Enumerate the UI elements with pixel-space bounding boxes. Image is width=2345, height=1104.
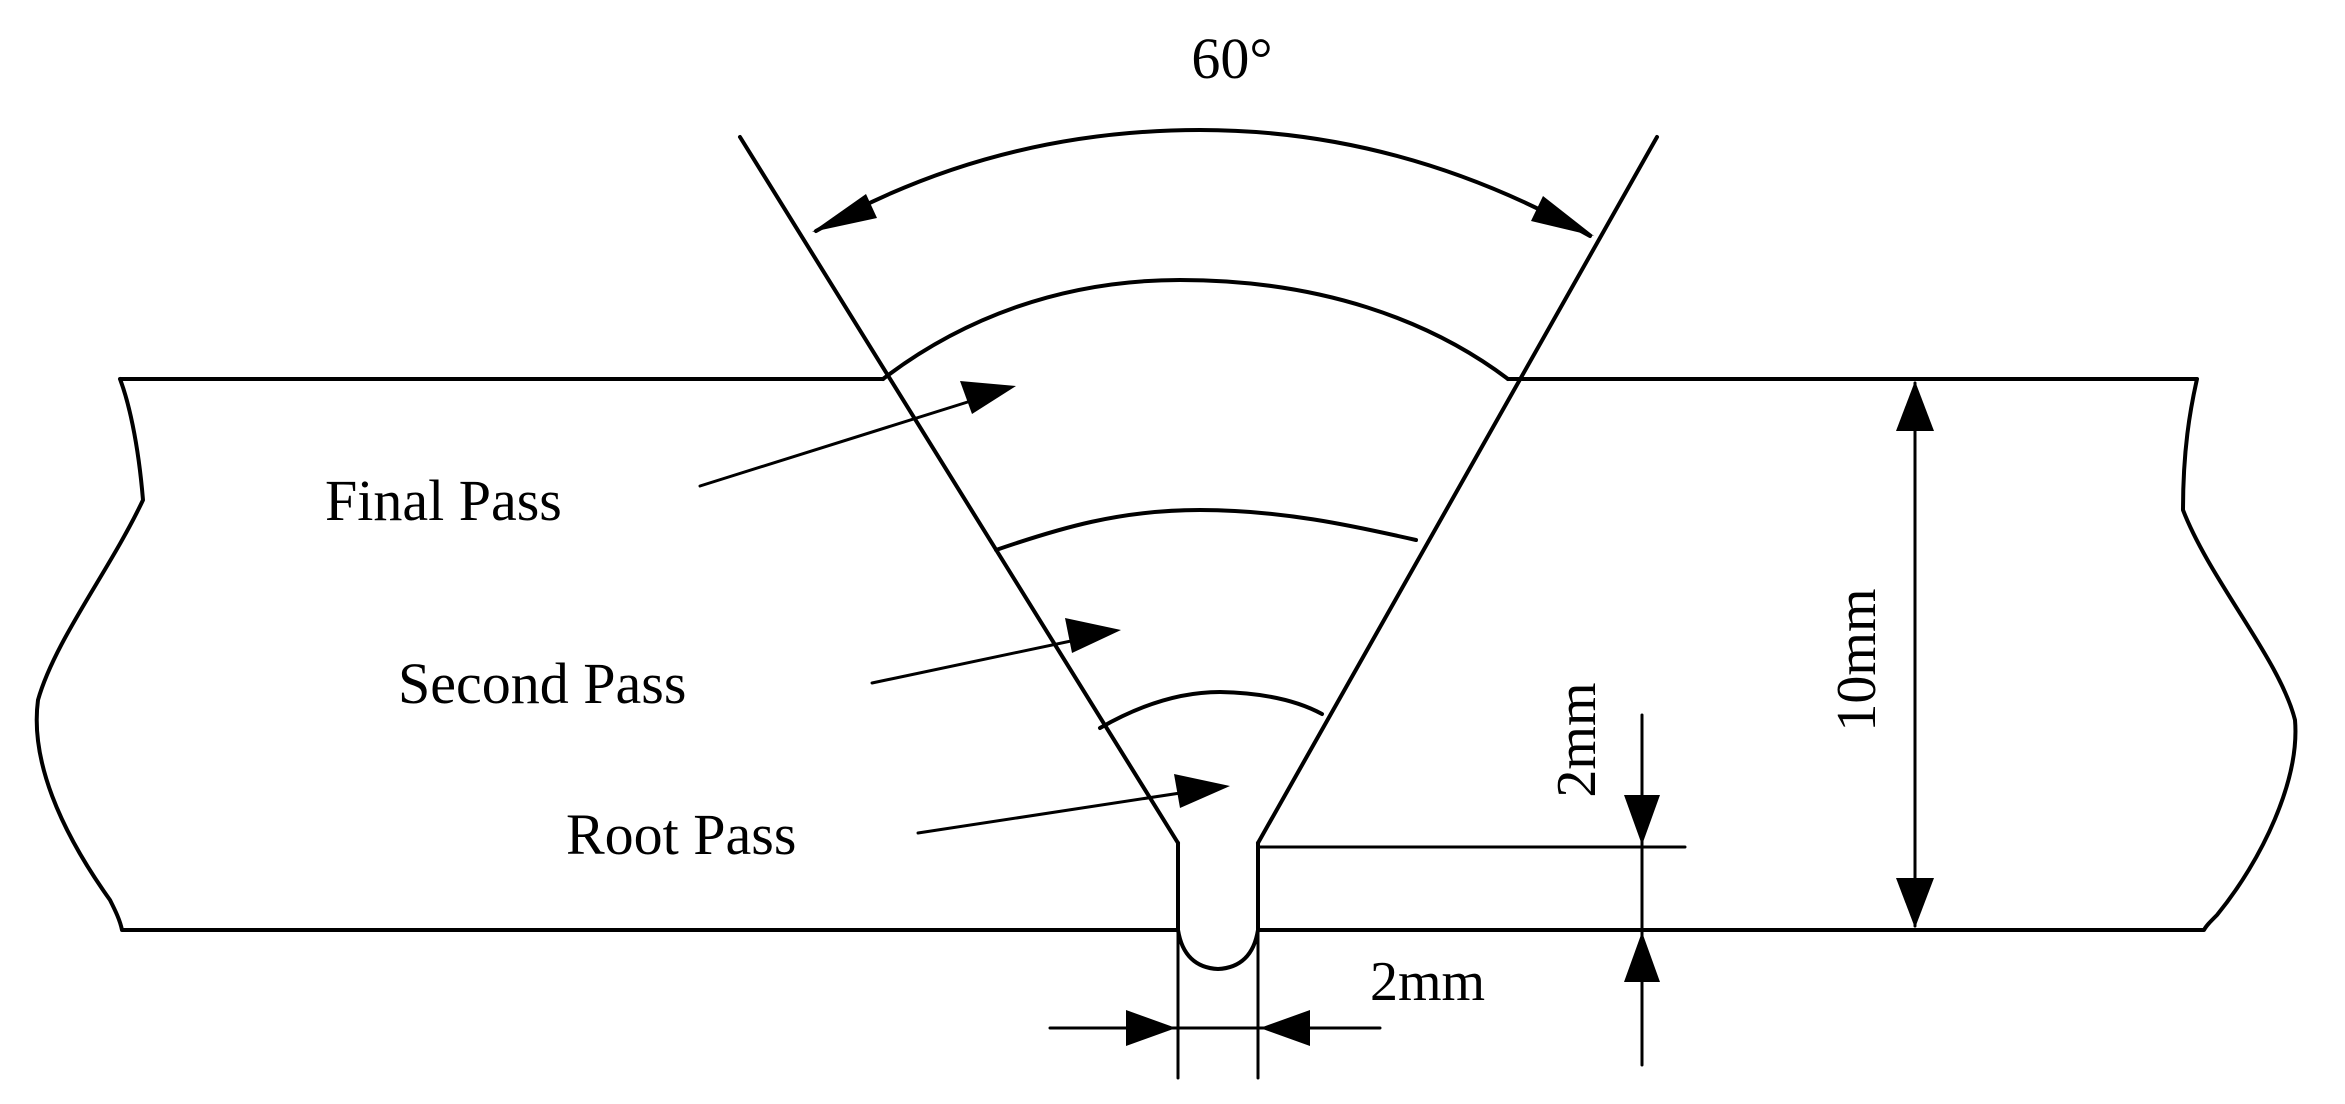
final-pass-arrowhead bbox=[960, 381, 1016, 414]
root-face-arrow-top bbox=[1624, 795, 1660, 845]
groove-left-wall bbox=[738, 135, 1180, 845]
final-pass-label: Final Pass bbox=[325, 468, 562, 533]
angle-arc bbox=[814, 128, 1592, 238]
root-gap-faces bbox=[1176, 841, 1260, 932]
second-pass-boundary bbox=[994, 508, 1418, 552]
root-pass-boundary bbox=[1098, 690, 1324, 730]
root-bead bbox=[1176, 928, 1260, 971]
root-gap-arrow-left bbox=[1126, 1010, 1176, 1046]
thickness-label: 10mm bbox=[1826, 588, 1888, 731]
root-pass-label: Root Pass bbox=[566, 802, 796, 867]
angle-arrow-left bbox=[812, 194, 877, 232]
angle-arrow-right bbox=[1531, 196, 1594, 236]
left-plate-outline bbox=[34, 377, 1180, 932]
root-pass-leader bbox=[916, 788, 1202, 835]
final-pass-leader bbox=[698, 393, 992, 488]
root-face-label: 2mm bbox=[1546, 682, 1608, 797]
groove-right-wall bbox=[1256, 135, 1659, 845]
root-face-arrow-bottom bbox=[1624, 932, 1660, 982]
second-pass-arrowhead bbox=[1065, 618, 1121, 653]
thickness-arrow-bottom bbox=[1896, 878, 1934, 928]
root-pass-arrowhead bbox=[1174, 774, 1230, 808]
right-plate-outline bbox=[1256, 377, 2298, 932]
second-pass-leader bbox=[870, 635, 1092, 685]
angle-label: 60° bbox=[1191, 26, 1272, 91]
final-pass-cap bbox=[881, 278, 1510, 381]
second-pass-label: Second Pass bbox=[398, 651, 686, 716]
root-gap-arrow-right bbox=[1260, 1010, 1310, 1046]
root-gap-label: 2mm bbox=[1370, 951, 1485, 1013]
thickness-arrow-top bbox=[1896, 381, 1934, 431]
